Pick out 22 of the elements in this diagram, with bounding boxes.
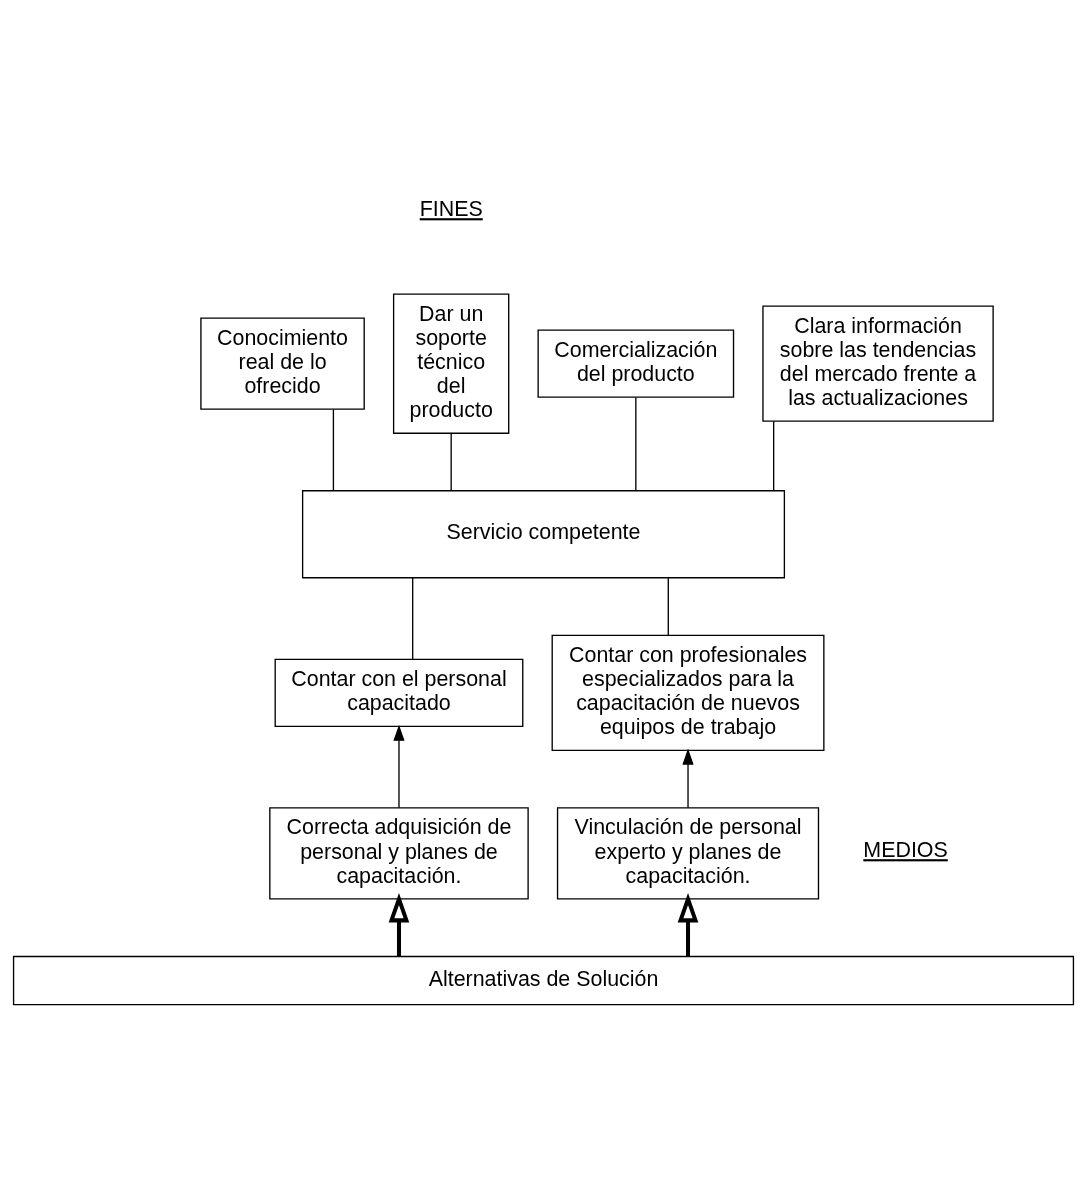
node-box: Vinculación de personal experto y planes de capacitación. — [556, 806, 820, 900]
connector — [412, 576, 414, 660]
arrow — [393, 724, 405, 808]
node-box: Clara información sobre las tendencias del mercado frente a las actualizaciones — [762, 304, 994, 422]
node-box: Conocimiento real de lo ofrecido — [200, 317, 365, 410]
connector — [332, 408, 335, 491]
connector — [635, 396, 637, 491]
connector — [667, 577, 669, 636]
arrow — [388, 892, 410, 956]
node-box: Comercialización del producto — [537, 329, 735, 398]
arrow — [682, 748, 694, 808]
label: FINES — [419, 196, 483, 221]
arrow — [677, 892, 699, 956]
node-box: Correcta adquisición de personal y planes de capacitación. — [269, 806, 529, 900]
node-box: Servicio competente — [301, 489, 786, 578]
node-box: Dar un soporte técnico del producto — [392, 292, 510, 434]
label: MEDIOS — [863, 837, 948, 862]
connector — [773, 420, 775, 491]
node-box: Alternativas de Solución — [12, 955, 1075, 1005]
node-box: Contar con el personal capacitado — [274, 658, 524, 727]
connector — [450, 432, 452, 491]
node-box: Contar con profesionales especializados para la capacitación de nuevos equipos de trabajo — [551, 634, 825, 751]
